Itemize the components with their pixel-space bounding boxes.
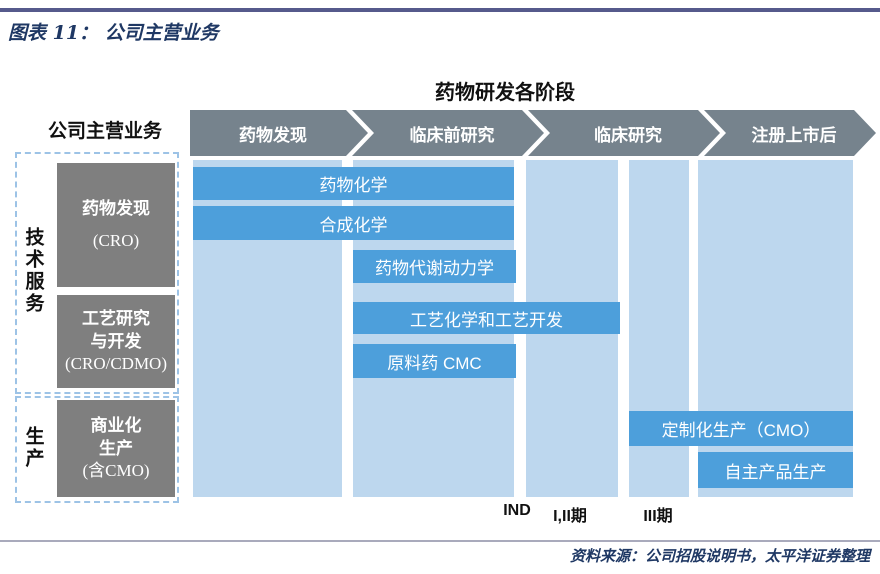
business-box-commercial-production: 商业化 生产 (含CMO)	[57, 400, 175, 497]
stage-arrow-preclinical: 临床前研究	[352, 110, 544, 156]
service-bar-dmpk: 药物代谢动力学	[353, 250, 516, 283]
service-bar-medicinal-chemistry: 药物化学	[193, 167, 514, 200]
group-box-tech-services	[15, 152, 179, 394]
business-box-line: 生产	[99, 438, 133, 458]
business-box-line: (CRO/CDMO)	[64, 354, 167, 374]
row-header: 公司主营业务	[47, 121, 162, 142]
business-box-line: 与开发	[90, 331, 142, 351]
stage-column	[629, 160, 689, 497]
stage-arrow-clinical: 临床研究	[528, 110, 720, 156]
bottom-divider-rule	[0, 540, 880, 542]
business-box-line: 工艺研究	[82, 309, 150, 329]
stages-header: 药物研发各阶段	[435, 82, 575, 104]
figure-title: 图表 11： 公司主营业务	[8, 22, 219, 44]
group-box-production	[15, 396, 179, 503]
service-bar-synthetic-chemistry: 合成化学	[193, 206, 514, 240]
milestone-phase-1-2: I,II期	[553, 508, 587, 525]
top-divider-rule	[0, 8, 880, 12]
service-bar-api-cmc: 原料药 CMC	[353, 344, 516, 378]
business-box-line: (CRO)	[92, 231, 140, 250]
service-bar-process-chemistry: 工艺化学和工艺开发	[353, 302, 620, 334]
vertical-label: 技术服务	[22, 227, 44, 315]
service-bar-own-product-manufacturing: 自主产品生产	[698, 452, 853, 488]
business-box-line: 商业化	[90, 416, 142, 436]
source-note: 资料来源：公司招股说明书，太平洋证券整理	[569, 547, 870, 565]
business-box-line: (含CMO)	[82, 461, 150, 481]
group-label-tech-services: 技术服务	[16, 152, 50, 390]
stage-arrow-registration: 注册上市后	[704, 110, 876, 156]
business-box-drug-discovery-cro: 药物发现 (CRO)	[57, 163, 175, 287]
milestone-phase-3: III期	[643, 508, 673, 525]
stage-column	[698, 160, 853, 497]
business-box-process-rnd: 工艺研究 与开发 (CRO/CDMO)	[57, 295, 175, 388]
service-bar-custom-manufacturing-cmo: 定制化生产（CMO）	[629, 411, 853, 446]
vertical-label: 生产	[22, 425, 44, 470]
business-box-line: 药物发现	[82, 199, 150, 219]
milestone-ind: IND	[503, 502, 531, 519]
group-label-production: 生产	[16, 396, 50, 499]
stage-arrow-drug-discovery: 药物发现	[190, 110, 368, 156]
